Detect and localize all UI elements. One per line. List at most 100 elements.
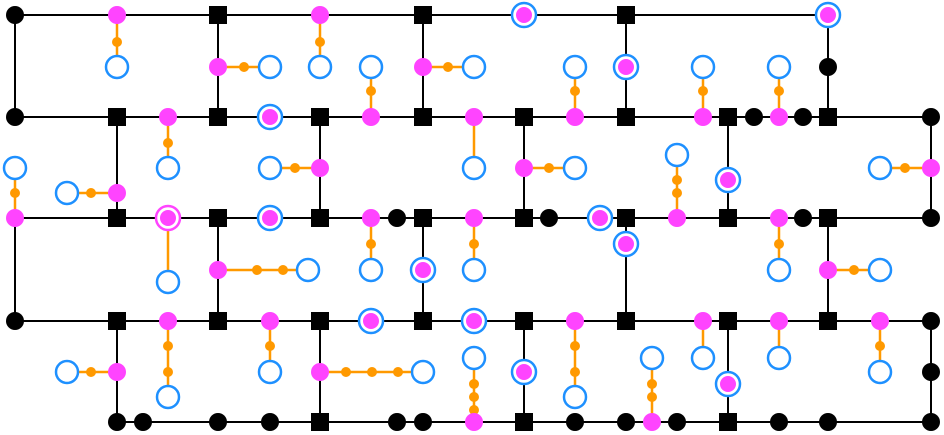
connector-bead bbox=[393, 367, 403, 377]
port-ring bbox=[307, 54, 333, 80]
terminal bbox=[516, 7, 532, 23]
terminal bbox=[566, 108, 584, 126]
port-ring bbox=[54, 359, 80, 385]
square-junction bbox=[311, 312, 329, 330]
connector-bead bbox=[163, 138, 173, 148]
terminal bbox=[819, 261, 837, 279]
round-junction bbox=[922, 209, 940, 227]
round-junction bbox=[794, 209, 812, 227]
port-ring bbox=[562, 155, 588, 181]
connector-bead bbox=[443, 62, 453, 72]
connector-bead bbox=[698, 86, 708, 96]
port-ring bbox=[104, 54, 130, 80]
terminal bbox=[694, 312, 712, 330]
square-junction bbox=[108, 312, 126, 330]
terminal bbox=[465, 209, 483, 227]
terminal bbox=[311, 363, 329, 381]
terminal bbox=[668, 209, 686, 227]
connector-bead bbox=[469, 405, 479, 415]
terminal bbox=[516, 364, 532, 380]
square-junction bbox=[414, 209, 432, 227]
port-ring bbox=[690, 54, 716, 80]
square-junction bbox=[515, 209, 533, 227]
terminal bbox=[415, 262, 431, 278]
connector-bead bbox=[252, 265, 262, 275]
square-junction bbox=[209, 209, 227, 227]
square-junction bbox=[515, 413, 533, 431]
terminal bbox=[108, 363, 126, 381]
terminal bbox=[159, 312, 177, 330]
connector-bead bbox=[10, 188, 20, 198]
connector-bead bbox=[315, 37, 325, 47]
connector-bead bbox=[366, 86, 376, 96]
connector-bead bbox=[774, 86, 784, 96]
port-ring bbox=[155, 155, 181, 181]
square-junction bbox=[108, 209, 126, 227]
terminal bbox=[515, 159, 533, 177]
terminal bbox=[592, 210, 608, 226]
terminal bbox=[465, 108, 483, 126]
connector-bead bbox=[875, 341, 885, 351]
round-junction bbox=[108, 413, 126, 431]
round-junction bbox=[414, 413, 432, 431]
round-junction bbox=[540, 209, 558, 227]
square-junction bbox=[414, 6, 432, 24]
connector-layer bbox=[10, 15, 931, 422]
round-junction bbox=[922, 312, 940, 330]
square-junction bbox=[209, 312, 227, 330]
square-junction bbox=[819, 312, 837, 330]
round-junction bbox=[922, 413, 940, 431]
square-junction bbox=[108, 108, 126, 126]
square-junction bbox=[617, 108, 635, 126]
square-junction bbox=[719, 312, 737, 330]
square-junction bbox=[719, 209, 737, 227]
round-junction bbox=[794, 108, 812, 126]
port-ring bbox=[867, 257, 893, 283]
terminal bbox=[922, 159, 940, 177]
round-junction bbox=[6, 6, 24, 24]
terminal bbox=[720, 376, 736, 392]
terminal bbox=[261, 312, 279, 330]
round-junction bbox=[819, 413, 837, 431]
round-junction bbox=[617, 413, 635, 431]
port-ring bbox=[562, 384, 588, 410]
round-junction bbox=[134, 413, 152, 431]
round-junction bbox=[209, 413, 227, 431]
connector-bead bbox=[570, 86, 580, 96]
connector-bead bbox=[774, 239, 784, 249]
port-ring bbox=[257, 155, 283, 181]
connector-bead bbox=[112, 37, 122, 47]
connector-bead bbox=[367, 367, 377, 377]
port-ring bbox=[461, 155, 487, 181]
round-junction bbox=[770, 413, 788, 431]
terminal bbox=[311, 6, 329, 24]
terminal bbox=[643, 413, 661, 431]
terminal bbox=[414, 58, 432, 76]
terminal bbox=[311, 159, 329, 177]
terminal bbox=[6, 209, 24, 227]
connector-bead bbox=[366, 239, 376, 249]
round-junction bbox=[388, 209, 406, 227]
port-ring bbox=[461, 257, 487, 283]
round-junction bbox=[261, 413, 279, 431]
port-ring bbox=[867, 155, 893, 181]
round-junction bbox=[922, 363, 940, 381]
terminal bbox=[770, 108, 788, 126]
round-junction bbox=[6, 108, 24, 126]
connector-bead bbox=[341, 367, 351, 377]
square-junction bbox=[719, 108, 737, 126]
terminal bbox=[694, 108, 712, 126]
connector-bead bbox=[570, 341, 580, 351]
connector-bead bbox=[163, 341, 173, 351]
port-ring bbox=[639, 345, 665, 371]
round-junction bbox=[388, 413, 406, 431]
port-ring bbox=[664, 142, 690, 168]
port-ring bbox=[155, 384, 181, 410]
connector-bead bbox=[290, 163, 300, 173]
terminal bbox=[363, 313, 379, 329]
terminal bbox=[159, 108, 177, 126]
square-junction bbox=[209, 108, 227, 126]
round-junction bbox=[922, 108, 940, 126]
